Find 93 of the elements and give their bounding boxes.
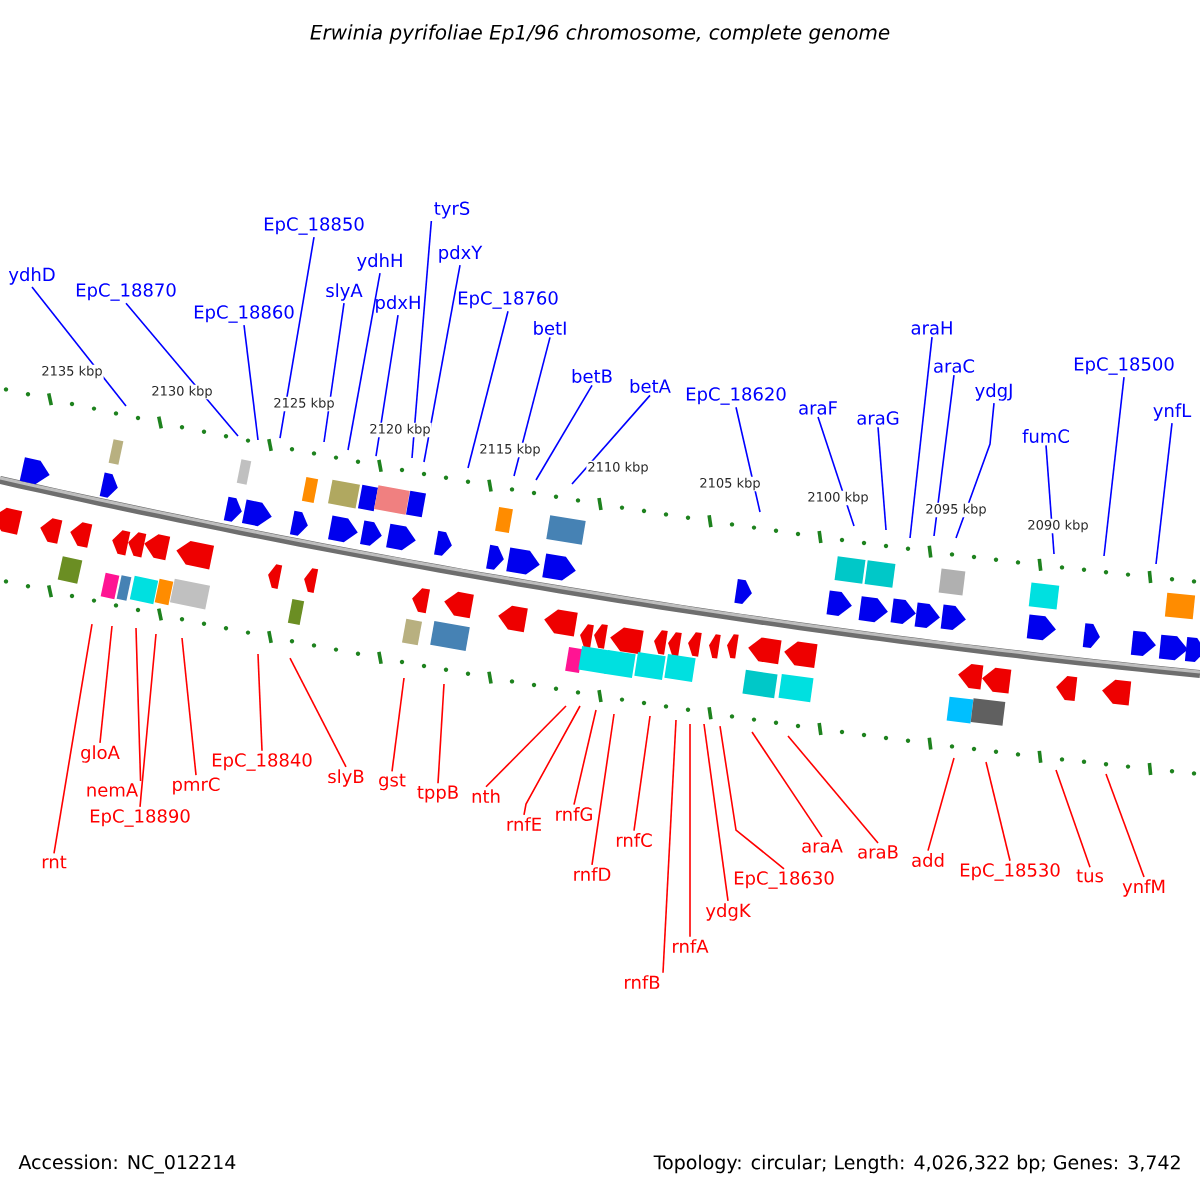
title: Erwinia pyrifoliae Ep1/96 chromosome, complete genome [310, 24, 890, 44]
gene-label: ydgK [705, 903, 752, 921]
leader-line [513, 336, 551, 477]
leader-line [31, 286, 127, 407]
gene-label: rnfC [616, 833, 652, 847]
leader-line [437, 683, 445, 784]
leader-line [985, 761, 1011, 862]
leader-line [1103, 376, 1125, 557]
leader-line [719, 725, 785, 870]
gene-label: rnfE [507, 817, 541, 831]
gene-label: EpC_18630 [734, 871, 834, 889]
leader-line [591, 713, 615, 866]
leader-line [751, 731, 823, 838]
leader-line [411, 220, 433, 459]
gene-label: tyrS [434, 201, 470, 219]
gene-label: pdxH [376, 295, 420, 313]
gene-label: EpC_18500 [1074, 357, 1174, 375]
gene-label: fumC [1022, 429, 1069, 443]
gene-label: EpC_18870 [76, 283, 176, 301]
gene-label: araF [799, 401, 837, 415]
gene-label: betI [534, 321, 566, 335]
gene-label: ynfM [1122, 879, 1165, 897]
leader-line [523, 705, 581, 816]
gene-label: ydhD [8, 267, 55, 285]
gene-label: rnfA [673, 939, 709, 953]
leader-line [573, 709, 597, 806]
leader-line [933, 374, 955, 537]
leader-line [423, 264, 461, 463]
leader-line [323, 302, 345, 443]
gene-label: EpC_18760 [458, 291, 558, 309]
leader-line [347, 272, 381, 451]
gene-label: pmrC [173, 777, 220, 795]
gene-label: rnfD [574, 867, 611, 881]
gene-label: araH [911, 321, 952, 335]
leader-line [633, 715, 651, 832]
leader-line [927, 757, 955, 852]
leader-line [817, 416, 855, 527]
leader-line [135, 627, 142, 782]
leader-line [955, 402, 995, 539]
leader-line [391, 677, 405, 773]
gene-label: add [912, 853, 944, 867]
gene-label: slyB [328, 769, 364, 787]
gene-label: nth [472, 789, 500, 803]
footer-text: Accession: NC_012214 [18, 1154, 236, 1174]
gene-label: araA [802, 839, 843, 853]
gene-label: ydgJ [975, 383, 1012, 401]
gene-label: EpC_18530 [960, 863, 1060, 881]
gene-label: EpC_18620 [686, 387, 786, 405]
gene-label: araB [858, 845, 898, 859]
gene-label: pdxY [439, 245, 483, 263]
footer-text: Topology: circular; Length: 4,026,322 bp; Genes: 3,742 [653, 1154, 1180, 1174]
leader-line [1055, 769, 1091, 868]
leader-line [181, 637, 197, 776]
gene-label: tppB [417, 785, 458, 803]
leader-line [571, 394, 651, 485]
leader-line [1105, 773, 1145, 878]
leader-line [662, 719, 677, 974]
leader-line [703, 723, 729, 902]
gene-label: tus [1076, 869, 1104, 883]
gene-label: araG [857, 411, 899, 425]
gene-label: EpC_18850 [264, 217, 364, 235]
leader-line [909, 336, 933, 539]
leader-line [243, 324, 259, 441]
leader-line [99, 625, 113, 744]
gene-label: rnt [42, 855, 67, 869]
gene-label: ynfL [1153, 403, 1192, 421]
leader-line [257, 653, 263, 752]
gene-label: araC [934, 359, 975, 373]
gene-label: rnfB [625, 975, 660, 989]
leader-line [467, 310, 509, 469]
gene-label: EpC_18840 [212, 753, 312, 771]
leader-line [279, 236, 315, 439]
gene-label: rnfG [556, 807, 592, 821]
leader-line [877, 426, 887, 531]
leader-line [289, 657, 347, 768]
leader-line [689, 723, 691, 938]
gene-label: betB [572, 369, 612, 383]
gene-label: EpC_18860 [194, 305, 294, 323]
gene-label: gst [379, 773, 406, 791]
leader-line [1155, 422, 1173, 565]
leader-line [485, 705, 567, 788]
gene-label: nemA [87, 783, 138, 797]
gene-label: ydhH [357, 253, 402, 271]
leader-line [139, 633, 157, 808]
leader-line [125, 302, 239, 437]
leader-line [53, 623, 93, 855]
gene-label: slyA [326, 283, 363, 301]
leader-line [787, 735, 879, 844]
gene-label: betA [630, 379, 671, 393]
leader-line [375, 314, 399, 457]
leader-line [535, 384, 593, 481]
gene-label: EpC_18890 [90, 809, 190, 827]
gene-label: gloA [81, 745, 120, 763]
